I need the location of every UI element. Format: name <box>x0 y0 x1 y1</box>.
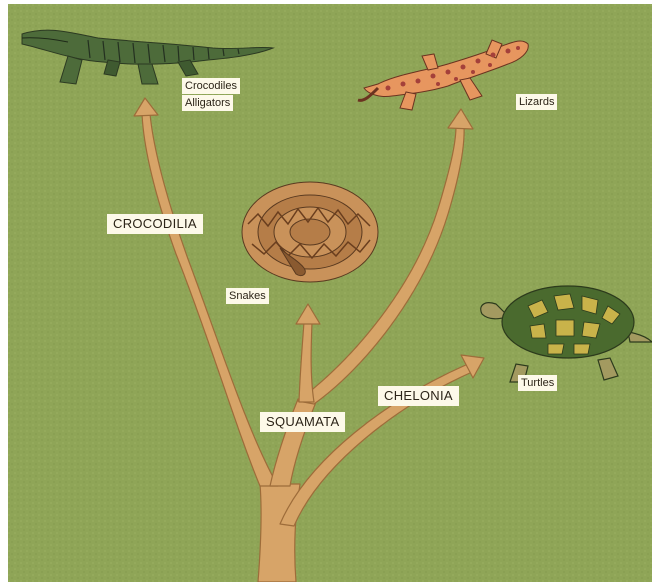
alligators-label: Alligators <box>182 95 233 111</box>
crocodilia-group-label: CROCODILIA <box>107 214 203 234</box>
snake-illustration <box>242 182 378 282</box>
diagram-background: Crocodiles Alligators Lizards CROCODILIA… <box>8 4 652 582</box>
squamata-group-label: SQUAMATA <box>260 412 345 432</box>
crocodiles-label: Crocodiles <box>182 78 240 94</box>
illustration <box>8 4 652 582</box>
chelonia-group-label: CHELONIA <box>378 386 459 406</box>
turtles-label: Turtles <box>518 375 557 391</box>
snakes-label: Snakes <box>226 288 269 304</box>
lizards-label: Lizards <box>516 94 557 110</box>
